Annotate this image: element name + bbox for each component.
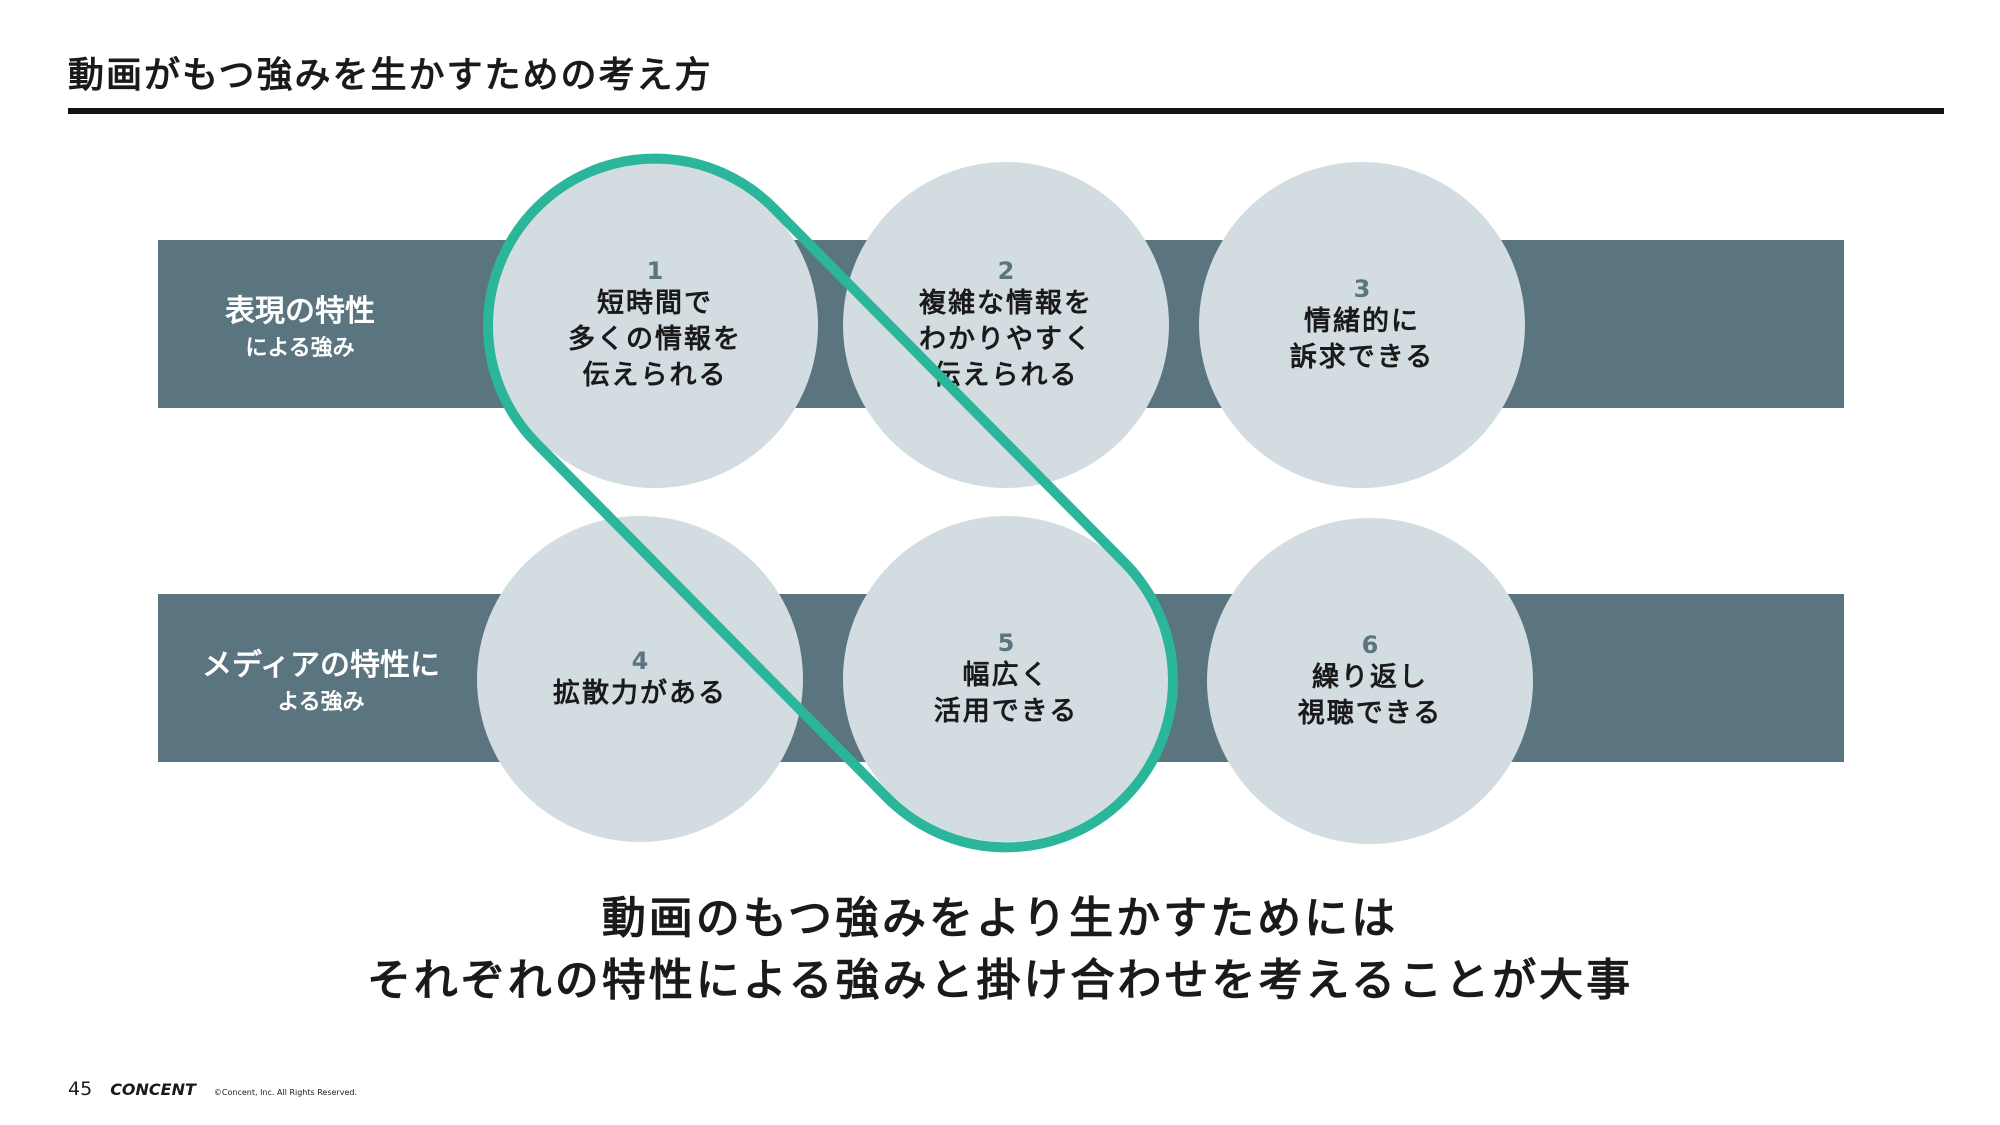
row-label-media: メディアの特性に よる強み <box>196 640 446 716</box>
row-label-sub: による強み <box>245 336 355 361</box>
strength-circle-2: 2 複雑な情報を わかりやすく 伝えられる <box>843 162 1169 488</box>
strength-circle-5: 5 幅広く 活用できる <box>843 516 1169 842</box>
item-text: 複雑な情報を わかりやすく 伝えられる <box>919 288 1093 391</box>
item-number: 6 <box>1361 631 1379 659</box>
page-number: 45 <box>68 1078 93 1100</box>
item-number: 1 <box>646 257 664 285</box>
strength-circle-4: 4 拡散力がある <box>477 516 803 842</box>
page-title: 動画がもつ強みを生かすための考え方 <box>68 55 713 96</box>
strength-circle-3: 3 情緒的に 訴求できる <box>1199 162 1525 488</box>
item-number: 5 <box>997 629 1015 657</box>
item-number: 2 <box>997 257 1015 285</box>
item-text: 情緒的に 訴求できる <box>1289 306 1435 373</box>
row-label-expression: 表現の特性 による強み <box>200 286 400 362</box>
row-label-sub: よる強み <box>277 690 365 715</box>
item-text: 拡散力がある <box>553 678 727 709</box>
item-number: 4 <box>631 647 649 675</box>
item-text: 短時間で 多くの情報を 伝えられる <box>568 288 742 391</box>
title-divider <box>68 108 1944 114</box>
item-text: 幅広く 活用できる <box>933 660 1079 727</box>
item-number: 3 <box>1353 275 1371 303</box>
conclusion: 動画のもつ強みをより生かすためには それぞれの特性による強みと掛け合わせを考える… <box>0 888 2000 1012</box>
row-label-main: 表現の特性 <box>225 294 375 329</box>
footer: 45 CONCENT ©Concent, Inc. All Rights Res… <box>68 1078 357 1100</box>
row-label-main: メディアの特性に <box>202 648 440 683</box>
strength-circle-6: 6 繰り返し 視聴できる <box>1207 518 1533 844</box>
company-logo: CONCENT <box>110 1080 196 1099</box>
conclusion-line-1: 動画のもつ強みをより生かすためには <box>601 893 1399 944</box>
conclusion-line-2: それぞれの特性による強みと掛け合わせを考えることが大事 <box>366 955 1634 1006</box>
item-text: 繰り返し 視聴できる <box>1297 662 1443 729</box>
copyright: ©Concent, Inc. All Rights Reserved. <box>213 1088 357 1097</box>
strength-circle-1: 1 短時間で 多くの情報を 伝えられる <box>492 162 818 488</box>
